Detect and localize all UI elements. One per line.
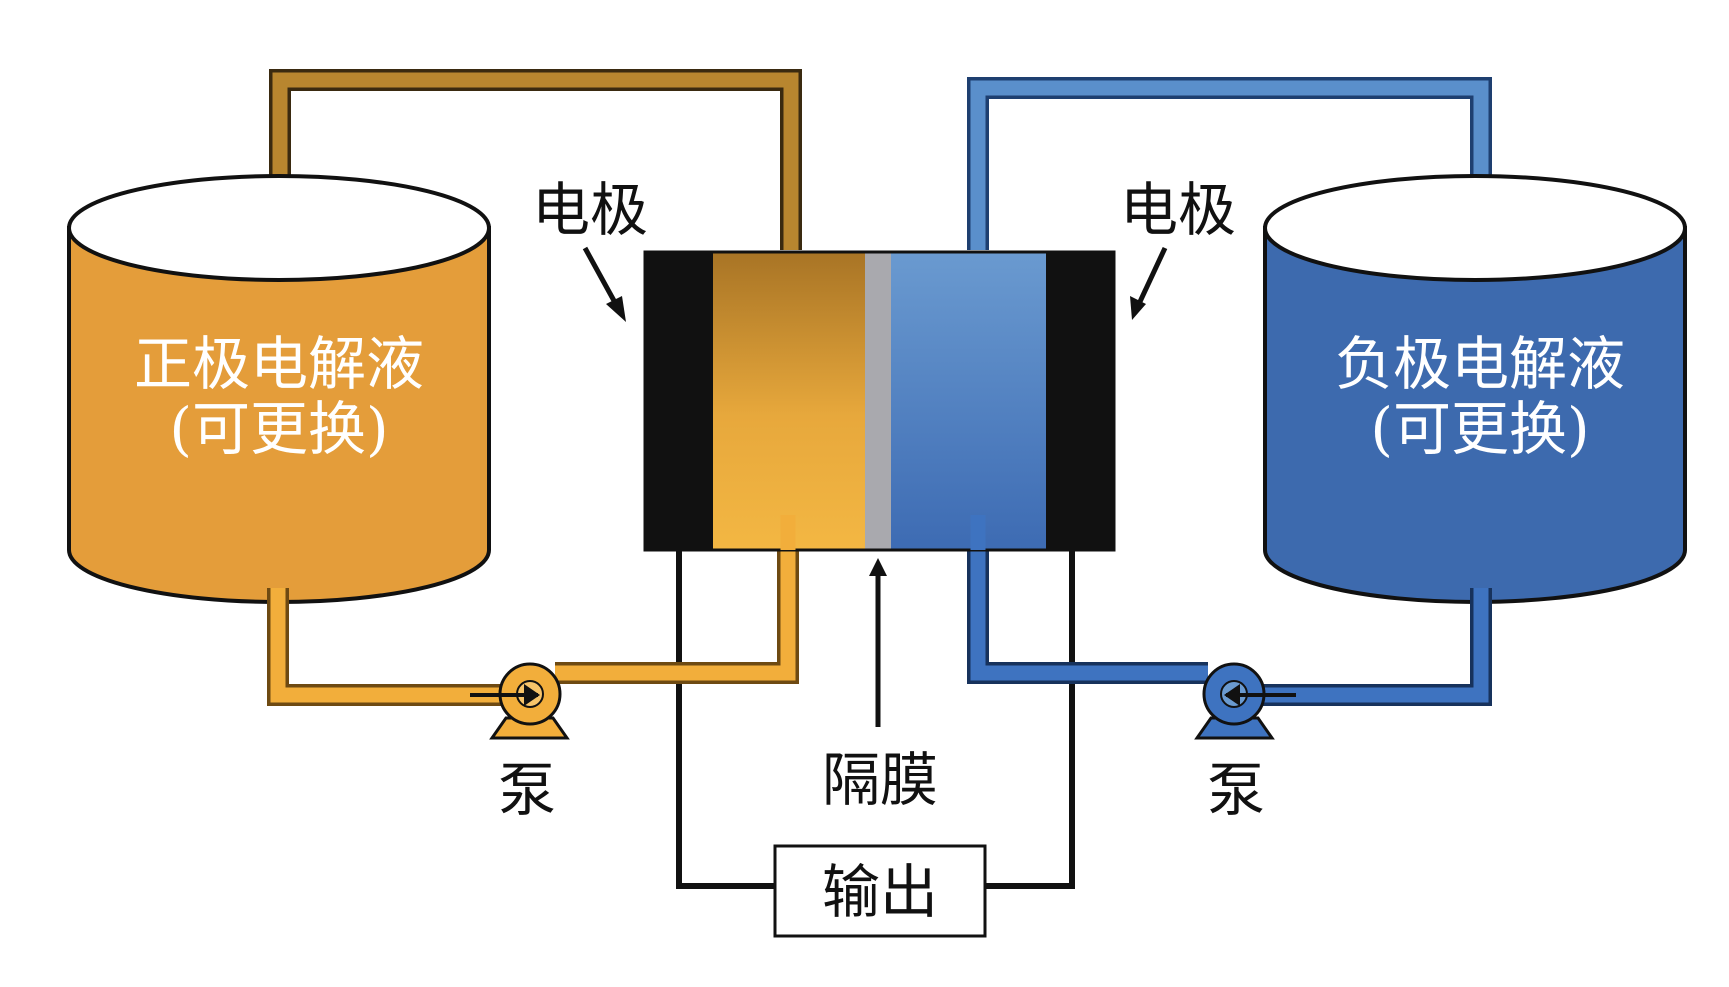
positive-electrolyte-tank: 正极电解液 (可更换) bbox=[67, 174, 491, 604]
battery-cell bbox=[643, 250, 1116, 552]
electrode-right-arrow bbox=[1130, 246, 1168, 320]
negative-half-cell bbox=[891, 252, 1046, 550]
negative-feed-pipe bbox=[967, 515, 1492, 706]
negative-return-pipe bbox=[967, 77, 1492, 250]
electrode-left-label: 电极 bbox=[532, 176, 648, 244]
positive-tank-label: 正极电解液 bbox=[134, 330, 424, 398]
output-box: 输出 bbox=[773, 844, 987, 938]
positive-return-pipe bbox=[269, 69, 802, 250]
negative-tank-sublabel: (可更换) bbox=[1370, 395, 1589, 463]
membrane-label: 隔膜 bbox=[822, 746, 938, 814]
right-electrode bbox=[1046, 252, 1114, 550]
left-electrode bbox=[645, 252, 713, 550]
membrane bbox=[865, 252, 891, 550]
electrode-right-label: 电极 bbox=[1120, 176, 1236, 244]
positive-feed-pipe bbox=[267, 515, 799, 706]
electrode-left-arrow bbox=[582, 246, 626, 322]
pump-left-label: 泵 bbox=[498, 756, 556, 824]
negative-tank-label: 负极电解液 bbox=[1335, 330, 1625, 398]
negative-electrolyte-tank: 负极电解液 (可更换) bbox=[1263, 174, 1687, 604]
pump-right-label: 泵 bbox=[1207, 756, 1265, 824]
membrane-arrow bbox=[869, 558, 887, 727]
positive-pump bbox=[470, 662, 570, 740]
output-label: 输出 bbox=[822, 858, 938, 926]
positive-tank-sublabel: (可更换) bbox=[169, 395, 388, 463]
negative-pump bbox=[1194, 662, 1296, 740]
positive-half-cell bbox=[713, 252, 865, 550]
